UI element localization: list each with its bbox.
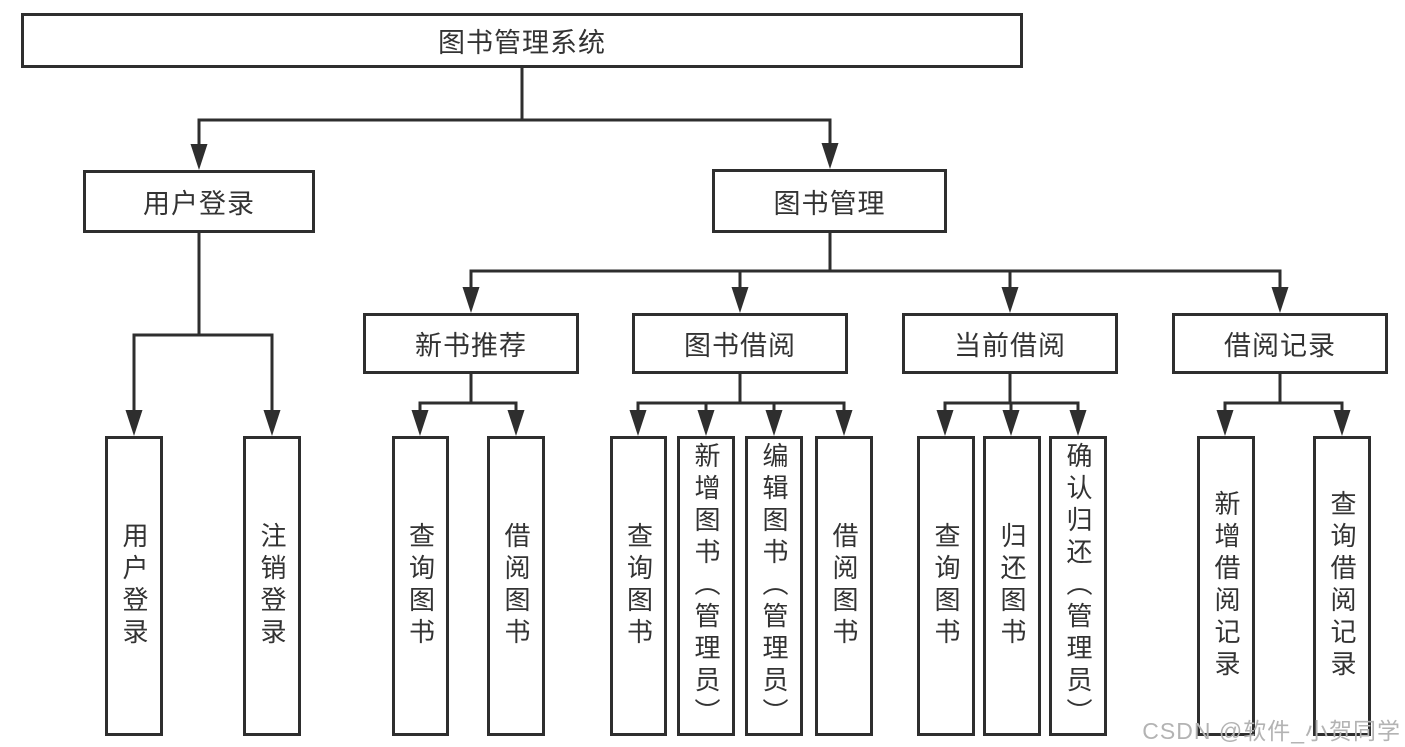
connector-current-borrow-to-leaves <box>943 374 1080 414</box>
node-borrow-records: 借阅记录 <box>1172 313 1388 374</box>
arrow-down-icon <box>190 144 208 170</box>
csdn-watermark: CSDN @软件_小贺同学 <box>1142 718 1401 744</box>
arrow-down-icon <box>462 287 480 313</box>
leaf-query-books-3: 查询图书 <box>917 436 975 736</box>
arrow-down-icon <box>1002 410 1020 436</box>
leaf-return-books: 归还图书 <box>983 436 1041 736</box>
arrow-down-icon <box>1333 410 1351 436</box>
connector-book-borrow-to-leaves <box>636 374 846 414</box>
leaf-query-books-2-label: 查询图书 <box>623 522 654 650</box>
leaf-confirm-return-admin: 确认归还（管理员） <box>1049 436 1107 736</box>
arrow-down-icon <box>411 410 429 436</box>
leaf-query-books-3-label: 查询图书 <box>931 522 961 650</box>
arrow-down-icon <box>1271 287 1289 313</box>
arrow-down-icon <box>125 410 143 436</box>
arrow-down-icon <box>507 410 525 436</box>
leaf-add-borrow-record-label: 新增借阅记录 <box>1211 490 1241 682</box>
node-book-borrow: 图书借阅 <box>632 313 848 374</box>
leaf-logout-label: 注销登录 <box>257 522 287 650</box>
leaf-add-books-admin: 新增图书（管理员） <box>677 436 735 736</box>
arrow-down-icon <box>936 410 954 436</box>
arrow-down-icon <box>1216 410 1234 436</box>
leaf-query-books-2: 查询图书 <box>610 436 667 736</box>
leaf-query-borrow-record: 查询借阅记录 <box>1313 436 1371 736</box>
leaf-edit-books-admin-label: 编辑图书（管理员） <box>759 442 789 730</box>
node-library-management-system: 图书管理系统 <box>21 13 1023 68</box>
leaf-query-books-1: 查询图书 <box>392 436 449 736</box>
connector-book-management-to-level2 <box>469 233 1282 291</box>
connector-borrow-records-to-leaves <box>1223 374 1344 414</box>
leaf-borrow-books-1-label: 借阅图书 <box>501 522 531 650</box>
leaf-confirm-return-admin-label: 确认归还（管理员） <box>1063 442 1093 730</box>
node-current-borrow: 当前借阅 <box>902 313 1118 374</box>
arrow-down-icon <box>1001 287 1019 313</box>
node-current-borrow-label: 当前借阅 <box>954 331 1066 361</box>
arrow-down-icon <box>835 410 853 436</box>
arrow-down-icon <box>1069 410 1087 436</box>
arrow-down-icon <box>263 410 281 436</box>
connector-root-to-level1 <box>197 68 832 148</box>
arrow-down-icon <box>731 287 749 313</box>
arrow-down-icon <box>765 410 783 436</box>
leaf-logout: 注销登录 <box>243 436 301 736</box>
node-new-book-recommend-label: 新书推荐 <box>415 331 527 361</box>
leaf-return-books-label: 归还图书 <box>997 522 1027 650</box>
node-book-management: 图书管理 <box>712 169 947 233</box>
arrow-down-icon <box>629 410 647 436</box>
leaf-query-borrow-record-label: 查询借阅记录 <box>1327 490 1357 682</box>
leaf-user-login: 用户登录 <box>105 436 163 736</box>
node-borrow-records-label: 借阅记录 <box>1224 331 1336 361</box>
node-user-login: 用户登录 <box>83 170 315 233</box>
node-new-book-recommend: 新书推荐 <box>363 313 579 374</box>
arrow-down-icon <box>697 410 715 436</box>
node-book-management-label: 图书管理 <box>773 188 886 219</box>
leaf-add-borrow-record: 新增借阅记录 <box>1197 436 1255 736</box>
arrowheads <box>125 143 1351 436</box>
connector-user-login-to-leaves <box>132 233 274 414</box>
leaf-user-login-label: 用户登录 <box>119 522 149 650</box>
leaf-add-books-admin-label: 新增图书（管理员） <box>691 442 721 730</box>
leaf-borrow-books-2: 借阅图书 <box>815 436 873 736</box>
node-library-management-system-label: 图书管理系统 <box>438 28 606 58</box>
node-user-login-label: 用户登录 <box>143 189 255 219</box>
node-book-borrow-label: 图书借阅 <box>684 331 796 361</box>
leaf-query-books-1-label: 查询图书 <box>405 522 436 650</box>
arrow-down-icon <box>821 143 839 169</box>
connector-new-book-recommend-to-leaves <box>418 374 518 414</box>
leaf-borrow-books-1: 借阅图书 <box>487 436 545 736</box>
leaf-borrow-books-2-label: 借阅图书 <box>829 522 859 650</box>
leaf-edit-books-admin: 编辑图书（管理员） <box>745 436 803 736</box>
